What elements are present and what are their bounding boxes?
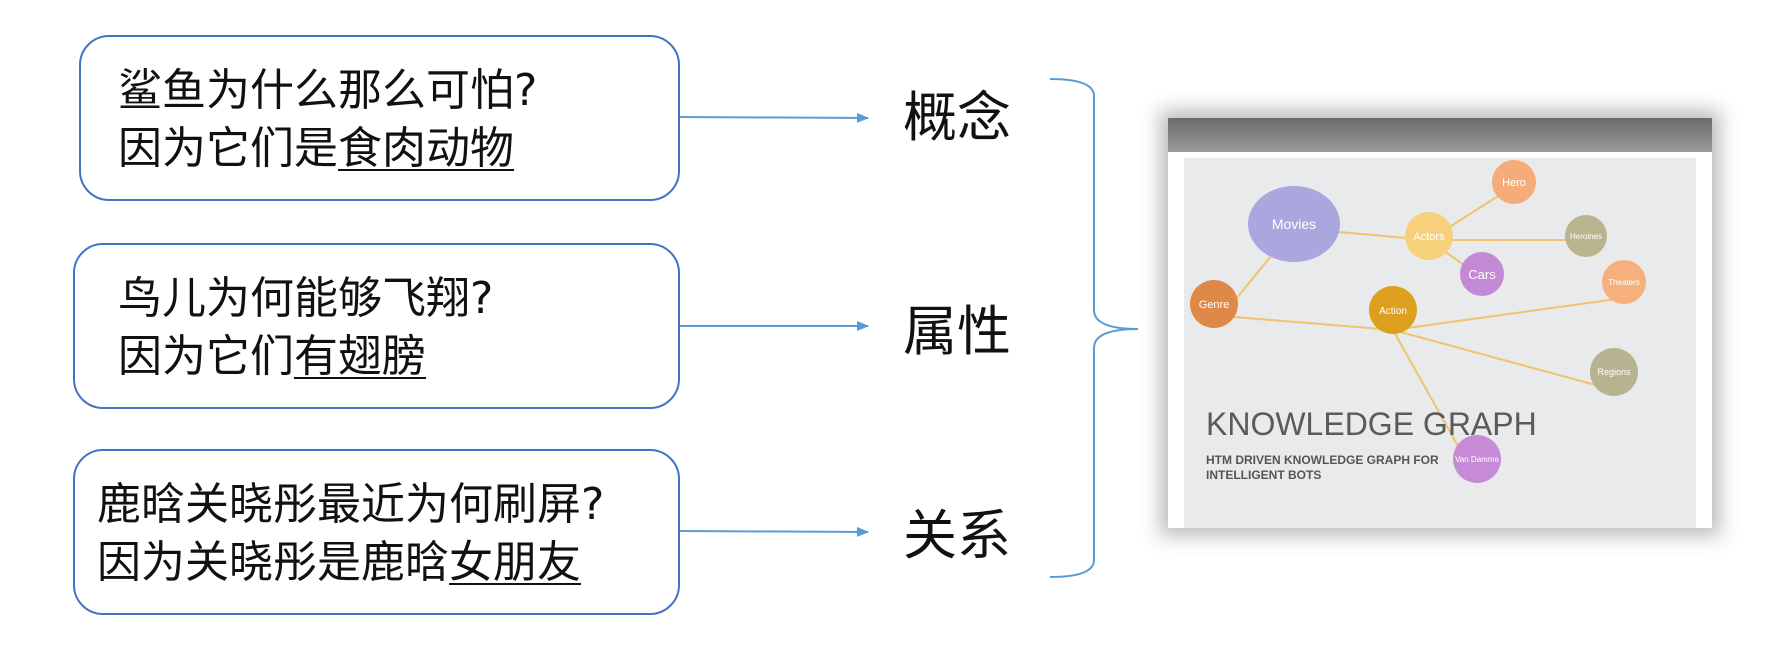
answer-text: 因为关晓彤是鹿晗女朋友 (97, 539, 581, 587)
node-label-regions: Regions (1597, 367, 1631, 377)
example-box-attribute: 鸟儿为何能够飞翔? 因为它们有翅膀 (73, 243, 680, 409)
node-label-hero: Hero (1502, 177, 1526, 189)
arrow-concept (679, 112, 869, 123)
category-label-relation: 关系 (903, 504, 1011, 567)
question-text: 鹿晗关晓彤最近为何刷屏? (97, 479, 605, 530)
node-label-genre: Genre (1199, 299, 1230, 311)
node-movies (1248, 186, 1340, 262)
node-cars (1460, 252, 1504, 296)
image-title: KNOWLEDGE GRAPH (1206, 406, 1537, 442)
node-action (1369, 286, 1417, 334)
node-label-heroines: Heroines (1570, 232, 1602, 241)
answer-prefix: 因为它们 (118, 331, 294, 382)
answer-text: 因为它们是食肉动物 (118, 125, 514, 173)
arrow-relation (679, 526, 869, 537)
graph-network: Movies Hero Actors Heroines Cars Theater… (1190, 160, 1646, 483)
answer-key-term: 有翅膀 (294, 331, 426, 382)
node-vandamme (1453, 435, 1501, 483)
knowledge-graph-slide: Movies Hero Actors Heroines Cars Theater… (1184, 158, 1696, 528)
node-label-action: Action (1379, 306, 1407, 317)
answer-prefix: 因为它们是 (118, 123, 338, 174)
node-heroines (1565, 215, 1607, 257)
category-label-concept: 概念 (903, 86, 1011, 149)
node-hero (1492, 160, 1536, 204)
node-label-theaters: Theaters (1608, 278, 1640, 287)
node-label-cars: Cars (1468, 267, 1496, 282)
node-genre (1190, 280, 1238, 328)
answer-key-term: 女朋友 (449, 537, 581, 588)
edge-action-theaters (1392, 297, 1625, 331)
image-top-bar (1168, 118, 1712, 152)
node-actors (1405, 212, 1453, 260)
image-subtitle: HTM DRIVEN KNOWLEDGE GRAPH FOR INTELLIGE… (1206, 453, 1439, 482)
node-label-actors: Actors (1413, 231, 1445, 243)
node-regions (1590, 348, 1638, 396)
question-text: 鲨鱼为什么那么可怕? (118, 65, 538, 116)
answer-key-term: 食肉动物 (338, 123, 514, 174)
node-label-vandamme: Van Damme (1455, 455, 1499, 464)
answer-text: 因为它们有翅膀 (118, 333, 426, 381)
edge-action-regions (1392, 329, 1615, 391)
edge-genre-action (1221, 315, 1394, 331)
answer-prefix: 因为关晓彤是鹿晗 (97, 537, 449, 588)
knowledge-graph-image: Movies Hero Actors Heroines Cars Theater… (1168, 118, 1712, 528)
node-theaters (1602, 260, 1646, 304)
question-text: 鸟儿为何能够飞翔? (118, 273, 494, 324)
example-box-concept: 鲨鱼为什么那么可怕? 因为它们是食肉动物 (79, 35, 680, 201)
node-label-movies: Movies (1272, 216, 1316, 232)
right-brace (1049, 78, 1139, 578)
category-label-attribute: 属性 (903, 300, 1011, 363)
example-box-relation: 鹿晗关晓彤最近为何刷屏? 因为关晓彤是鹿晗女朋友 (73, 449, 680, 615)
